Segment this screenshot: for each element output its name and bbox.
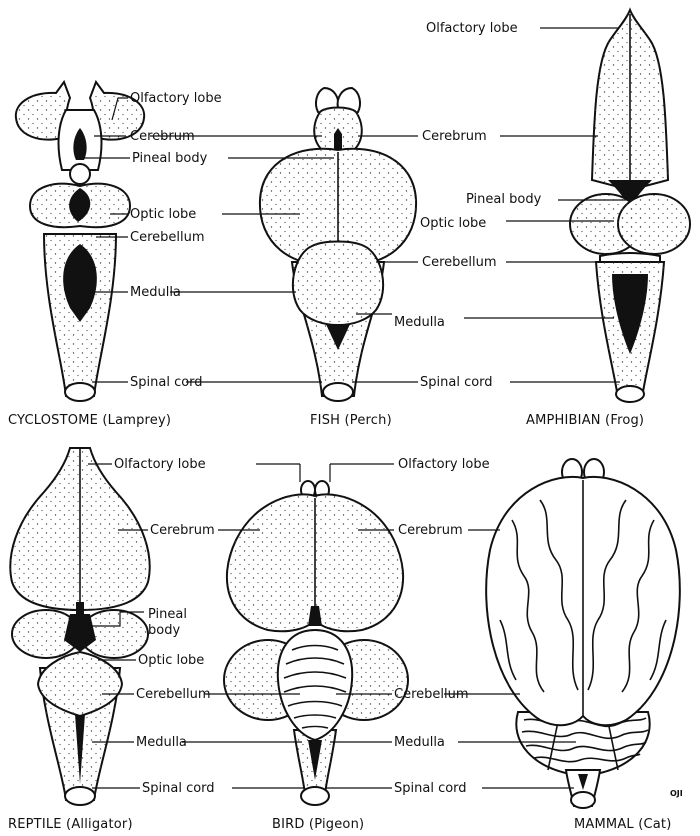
frog-olfactory-label: Olfactory lobe: [426, 21, 518, 36]
alligator-olfactory-label: Olfactory lobe: [114, 457, 206, 472]
alligator-pineal-label-1: Pineal: [148, 607, 187, 622]
frog-caption: AMPHIBIAN (Frog): [526, 413, 644, 428]
lamprey-caption: CYCLOSTOME (Lamprey): [8, 413, 171, 428]
pigeon-spinal-label: Spinal cord: [394, 781, 467, 796]
lamprey-optic-label: Optic lobe: [130, 207, 196, 222]
alligator-cerebellum-label: Cerebellum: [136, 687, 211, 702]
lamprey-cerebellum-label: Cerebellum: [130, 230, 205, 245]
alligator-optic-label: Optic lobe: [138, 653, 204, 668]
alligator-spinal-label: Spinal cord: [142, 781, 215, 796]
pigeon-cerebrum-label: Cerebrum: [398, 523, 463, 538]
perch-caption: FISH (Perch): [310, 413, 392, 428]
frog-pineal-label: Pineal body: [466, 192, 542, 207]
lamprey-brain: [16, 82, 144, 401]
pigeon-caption: BIRD (Pigeon): [272, 817, 364, 832]
lamprey-pineal-label: Pineal body: [132, 151, 208, 166]
alligator-medulla-label: Medulla: [136, 735, 187, 750]
alligator-brain: [10, 448, 149, 805]
cat-caption: MAMMAL (Cat): [574, 817, 672, 832]
perch-cerebellum-label: Cerebellum: [422, 255, 497, 270]
pigeon-medulla-label: Medulla: [394, 735, 445, 750]
pigeon-olfactory-label: Olfactory lobe: [398, 457, 490, 472]
credit-mark: OJI: [670, 789, 683, 798]
alligator-caption: REPTILE (Alligator): [8, 817, 133, 832]
perch-spinal-label: Spinal cord: [420, 375, 493, 390]
alligator-cerebrum-label: Cerebrum: [150, 523, 215, 538]
lamprey-olfactory-label: Olfactory lobe: [130, 91, 222, 106]
alligator-pineal-label-2: body: [148, 623, 180, 638]
perch-medulla-label: Medulla: [394, 315, 445, 330]
cat-brain: [486, 459, 680, 808]
perch-brain: [260, 88, 416, 401]
frog-brain: [570, 10, 690, 402]
perch-optic-label: Optic lobe: [420, 216, 486, 231]
perch-cerebrum-label: Cerebrum: [422, 129, 487, 144]
